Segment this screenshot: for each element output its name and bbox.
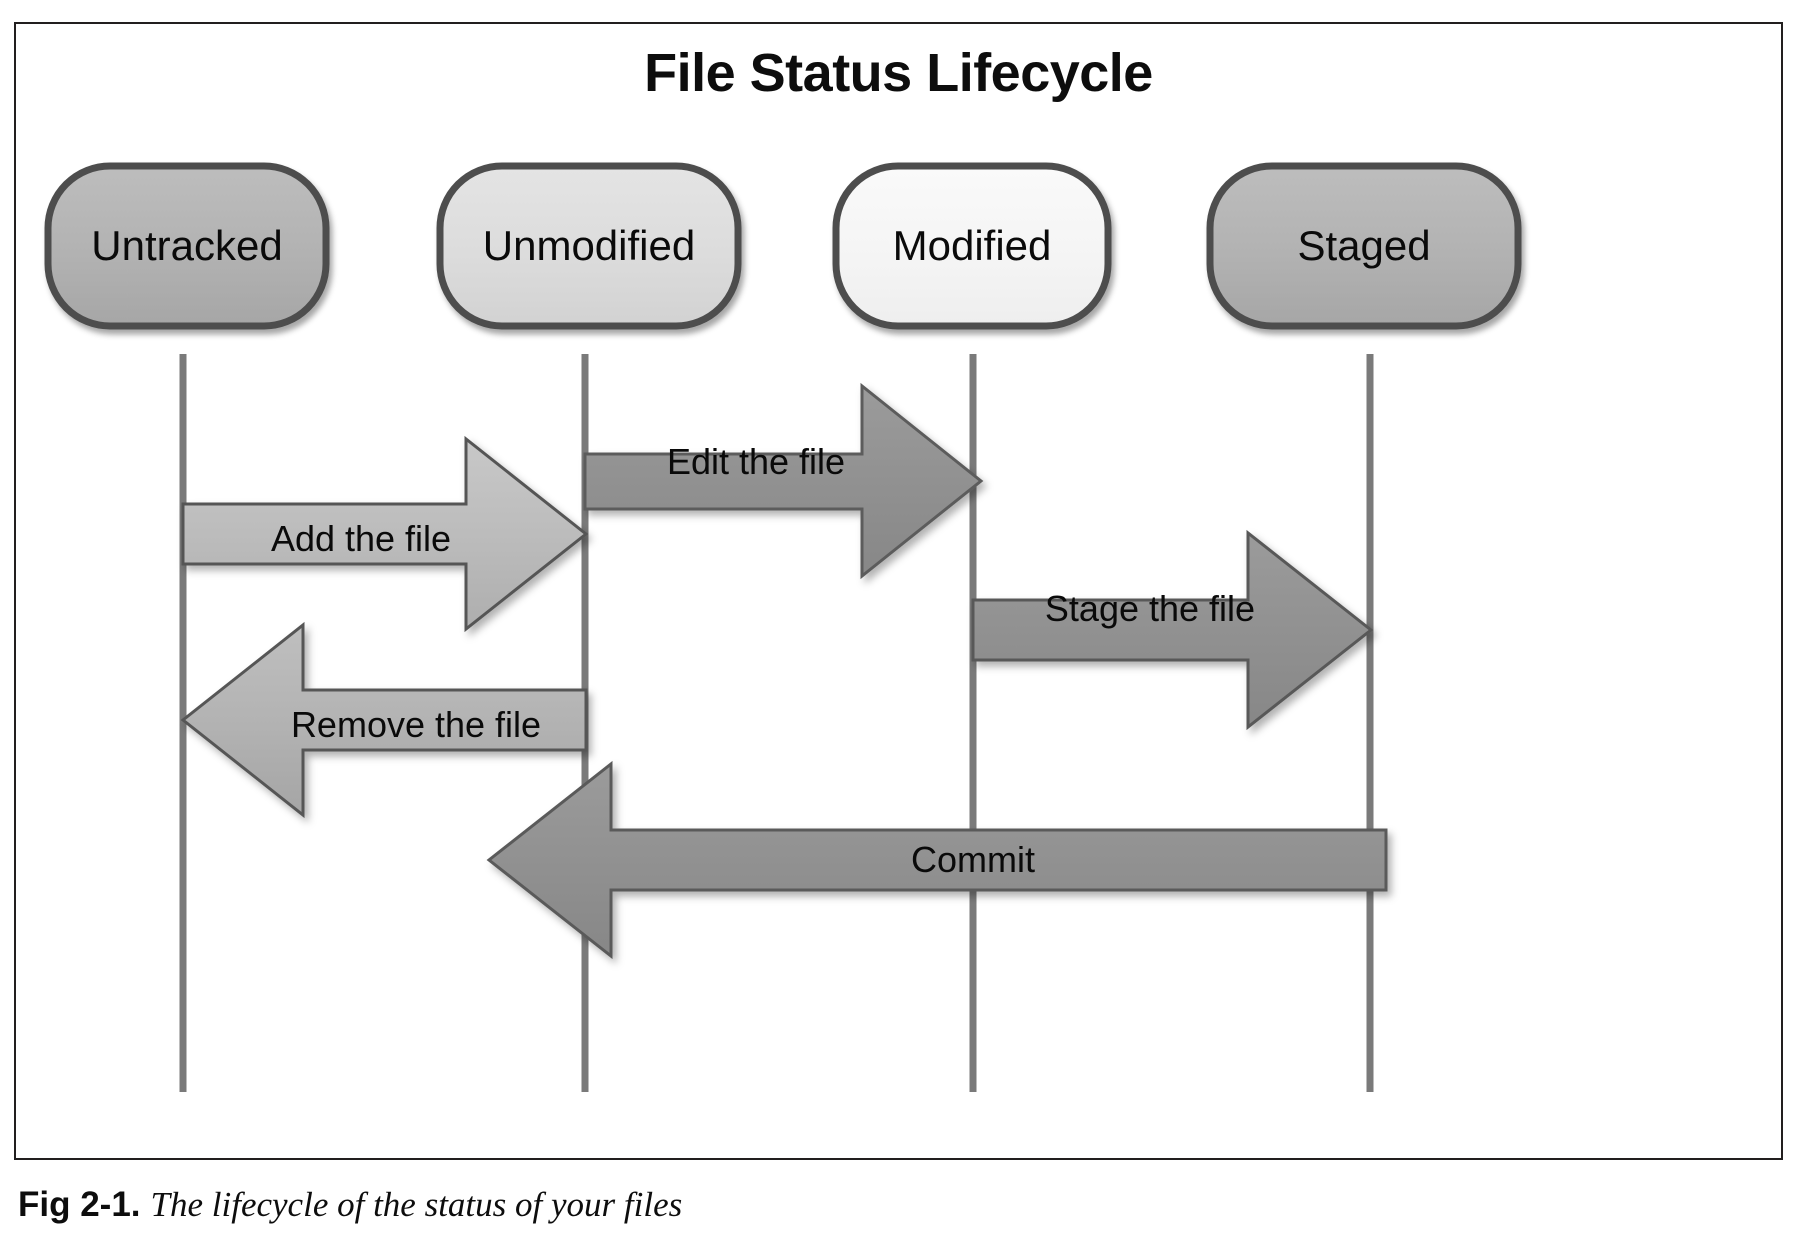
state-untracked-box[interactable] <box>44 162 330 330</box>
arrow-commit-shape <box>486 760 1388 960</box>
state-staged-box[interactable] <box>1206 162 1522 330</box>
transition-add-label: Add the file <box>271 518 451 559</box>
transition-add <box>181 435 589 633</box>
lifecycle-diagram: Edit the file Add the file Stage the fil… <box>44 162 1522 1092</box>
state-staged[interactable] <box>1206 162 1522 330</box>
transition-stage <box>971 529 1374 731</box>
transition-edit-label: Edit the file <box>667 441 845 482</box>
transition-stage-label: Stage the file <box>1045 588 1255 629</box>
transition-edit <box>583 382 984 580</box>
figure-caption: Fig 2-1.The lifecycle of the status of y… <box>18 1185 1718 1225</box>
state-staged-label: Staged <box>1297 222 1430 269</box>
state-untracked[interactable] <box>44 162 330 330</box>
transition-remove-label: Remove the file <box>291 704 541 745</box>
state-modified[interactable] <box>832 162 1112 330</box>
state-modified-box[interactable] <box>832 162 1112 330</box>
arrow-stage-shape <box>971 529 1374 731</box>
state-unmodified-box[interactable] <box>436 162 742 330</box>
transition-remove <box>180 621 588 819</box>
state-unmodified-label: Unmodified <box>483 222 695 269</box>
figure-frame: File Status Lifecycle <box>14 22 1783 1160</box>
caption-description: The lifecycle of the status of your file… <box>150 1185 683 1224</box>
page-title: File Status Lifecycle <box>644 43 1153 103</box>
state-modified-label: Modified <box>893 222 1052 269</box>
arrow-add-shape <box>181 435 589 633</box>
transition-commit <box>486 760 1388 960</box>
arrow-edit-shape <box>583 382 984 580</box>
state-unmodified[interactable] <box>436 162 742 330</box>
transition-commit-label: Commit <box>911 839 1035 880</box>
state-untracked-label: Untracked <box>91 222 282 269</box>
caption-figure-number: Fig 2-1. <box>18 1185 141 1224</box>
arrow-remove-shape <box>180 621 588 819</box>
